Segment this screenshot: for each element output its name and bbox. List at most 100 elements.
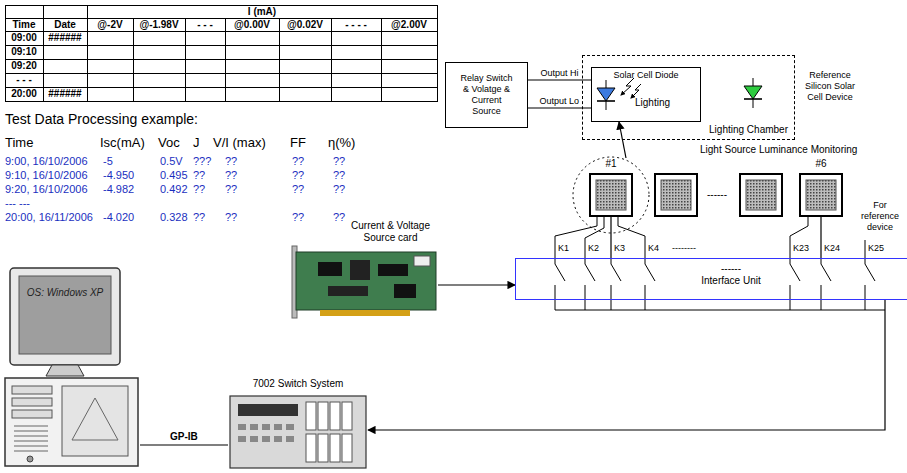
table-cell: 09:10 (5, 45, 43, 59)
data-cell: --- --- (5, 197, 30, 210)
data-cell: 0.495 (160, 169, 188, 182)
column-heading: Time (5, 136, 33, 151)
relay-label: K4 (648, 243, 659, 253)
relay-label: K3 (614, 243, 625, 253)
switch-system-picture (230, 396, 366, 468)
connector (610, 216, 611, 258)
solar-cell-box: Solar Cell DiodeLighting (591, 67, 701, 122)
table-cell: 09:20 (5, 59, 43, 73)
device-square: #1 (588, 158, 634, 216)
data-cell: ?? (292, 155, 304, 168)
data-cell: ?? (225, 155, 237, 168)
data-cell: 9:20, 16/10/2006 (5, 183, 88, 196)
source-card-picture (292, 246, 436, 318)
table-cell: @-2V (87, 18, 133, 31)
table-cell: I (mA) (87, 5, 437, 18)
edge-label: GP-IB (169, 431, 199, 443)
data-cell: -4.950 (103, 169, 134, 182)
table-grid (6, 6, 438, 102)
table-cell: Time (5, 18, 43, 31)
device-squares (590, 174, 842, 216)
data-cell: 0.492 (160, 183, 188, 196)
device-square: #6 (798, 158, 844, 216)
data-cell: ?? (292, 169, 304, 182)
computer-picture (5, 268, 138, 466)
data-cell: ?? (193, 211, 205, 224)
note-label: For reference device (858, 200, 902, 232)
edge-label: Output Lo (539, 96, 581, 106)
node-text: Lighting Chamber (709, 124, 788, 136)
table-cell: @0.00V (225, 18, 279, 31)
connector (438, 284, 515, 285)
data-cell: ?? (193, 183, 205, 196)
column-heading: J (193, 136, 200, 151)
data-cell: -4.020 (103, 211, 134, 224)
data-cell: ?? (333, 183, 345, 196)
table-cell: - - - (5, 73, 43, 87)
data-cell: ?? (225, 211, 237, 224)
data-cell: ?? (292, 183, 304, 196)
data-cell: ?? (333, 169, 345, 182)
table-cell: 09:00 (5, 31, 43, 45)
node-text: Solar Cell Diode (592, 70, 700, 81)
relay-box: Relay Switch & Volatge & Current Source (445, 62, 528, 128)
table-cell: - - - - (331, 18, 381, 31)
data-cell: ??? (193, 155, 211, 168)
edge-label: Output Hi (540, 68, 580, 78)
data-cell: 9:10, 16/10/2006 (5, 169, 88, 182)
table-cell: @-1.98V (133, 18, 185, 31)
table-cell: @2.00V (381, 18, 437, 31)
data-cell: 0.328 (160, 211, 188, 224)
data-cell: -5 (103, 155, 113, 168)
light-arrows (621, 78, 641, 98)
data-cell: 0.5V (160, 155, 183, 168)
relay-label: K24 (824, 243, 840, 253)
data-cell: ?? (225, 169, 237, 182)
relay-switches (555, 258, 885, 310)
column-heading: Isc(mA) (100, 136, 145, 151)
node-text: OS: Windows XP (19, 287, 111, 299)
data-cell: -4.982 (103, 183, 134, 196)
node-text: 7002 Switch System (228, 378, 368, 390)
table-cell: ###### (43, 31, 87, 45)
connector (820, 216, 821, 258)
source-card: Current & Voltage Source card (290, 220, 438, 322)
device-wires (555, 216, 865, 258)
monitor-label: Light Source Luminance Monitoring (700, 144, 857, 156)
relay-label: K25 (868, 243, 884, 253)
column-heading: Voc (158, 136, 180, 151)
node-text: Interface Unit (696, 275, 766, 287)
data-cell: ?? (292, 211, 304, 224)
lighting-chamber: Lighting Chamber Solar Cell DiodeLighting (582, 55, 795, 140)
node-text: Relay Switch & Volatge & Current Source (458, 73, 516, 116)
table-cell: Date (43, 18, 87, 31)
relay-label: -------- (672, 243, 696, 253)
column-heading: η(%) (328, 136, 355, 151)
computer: OS: Windows XP (5, 265, 140, 470)
connector (140, 444, 228, 445)
node-text: Current & Voltage Source card (343, 220, 438, 244)
relay-label: K2 (588, 243, 599, 253)
table-cell: ###### (43, 87, 87, 101)
table-cell: 20:00 (5, 87, 43, 101)
interface-unit: ------Interface Unit (515, 258, 907, 300)
node-text: #6 (798, 158, 844, 170)
node-text: Lighting (635, 97, 700, 109)
data-cell: ?? (225, 183, 237, 196)
relay-label: K1 (558, 243, 569, 253)
table-cell: @0.02V (279, 18, 331, 31)
section-title: Test Data Processing example: (5, 111, 198, 127)
column-heading: V/I (max) (213, 136, 266, 151)
switch-system: 7002 Switch System (228, 378, 368, 470)
data-cell: 9:00, 16/10/2006 (5, 155, 88, 168)
reference-diode-symbol (744, 78, 762, 108)
solar-diode-symbol (597, 80, 615, 110)
table-cell: - - - (185, 18, 225, 31)
column-heading: FF (290, 136, 306, 151)
data-cell: ?? (193, 169, 205, 182)
node-text: #1 (588, 158, 634, 170)
relay-label: K23 (793, 243, 809, 253)
connector (368, 300, 885, 430)
device-label: Reference Silicon Solar Cell Device (800, 70, 860, 102)
data-cell: ?? (333, 155, 345, 168)
